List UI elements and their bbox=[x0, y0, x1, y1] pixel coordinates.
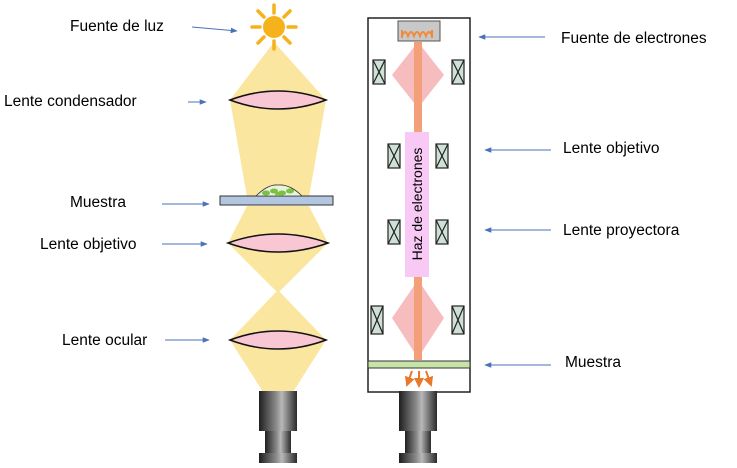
ocular-lens bbox=[227, 330, 329, 350]
filament-coil-icon bbox=[401, 31, 433, 39]
camera-body-icon bbox=[399, 391, 437, 463]
electron-pointer-arrows bbox=[478, 34, 551, 368]
label-light-source: Fuente de luz bbox=[70, 18, 164, 35]
em-sample bbox=[367, 360, 471, 369]
label-em-sample: Muestra bbox=[565, 354, 621, 371]
optical-microscope: Fuente de luz Lente condensador Muestra … bbox=[4, 3, 334, 463]
condenser-magnet-right bbox=[451, 59, 465, 85]
label-objective-lens: Lente objetivo bbox=[40, 236, 137, 253]
optical-pointer-arrows bbox=[162, 26, 238, 343]
label-ocular-lens: Lente ocular bbox=[62, 332, 147, 349]
electron-microscope: Haz de electrones bbox=[367, 17, 707, 463]
lower-magnet-right bbox=[451, 305, 465, 335]
label-condenser-lens: Lente condensador bbox=[4, 93, 137, 110]
label-sample: Muestra bbox=[70, 194, 126, 211]
emitted-electron-arrows bbox=[404, 370, 434, 388]
objective-lens bbox=[225, 233, 331, 253]
condenser-magnet-left bbox=[372, 59, 386, 85]
electron-cones bbox=[392, 42, 444, 358]
projector-magnet-left bbox=[387, 219, 401, 245]
lower-magnet-left bbox=[370, 305, 384, 335]
electron-gun bbox=[397, 20, 441, 42]
sun-icon bbox=[250, 3, 298, 51]
objective-magnet-right bbox=[435, 143, 449, 169]
sample-slide bbox=[219, 184, 334, 206]
light-beam bbox=[228, 42, 328, 392]
label-em-objective-lens: Lente objetivo bbox=[563, 140, 660, 157]
label-projector-lens: Lente proyectora bbox=[563, 222, 680, 239]
beam-label-text: Haz de electrones bbox=[409, 148, 425, 261]
objective-magnet-left bbox=[387, 143, 401, 169]
magnetic-coil-icon bbox=[370, 59, 465, 335]
camera-body-icon bbox=[259, 391, 297, 463]
condenser-lens bbox=[227, 90, 329, 110]
beam-label: Haz de electrones bbox=[405, 132, 429, 277]
projector-magnet-right bbox=[435, 219, 449, 245]
label-electron-source: Fuente de electrones bbox=[561, 30, 707, 47]
